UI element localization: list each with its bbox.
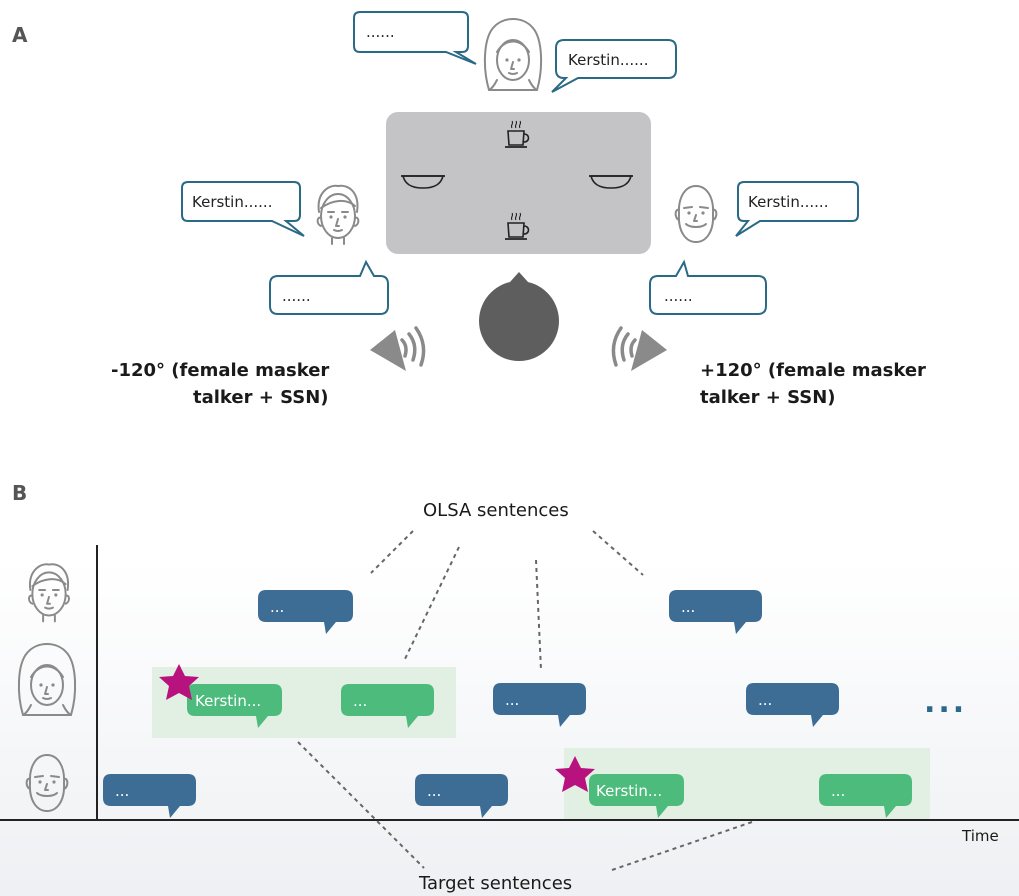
- target-star-icon: [555, 756, 595, 792]
- bubble-text: Kerstin......: [748, 193, 828, 211]
- olsa-sentence-bubble: ...: [103, 774, 196, 818]
- bubble-text: ......: [664, 287, 693, 305]
- bubble-text: ......: [366, 23, 395, 41]
- speech-bubble: Kerstin......: [181, 181, 305, 237]
- olsa-sentence-bubble: ...: [669, 590, 762, 634]
- speech-bubble: ......: [269, 259, 389, 315]
- female-face-icon: [483, 18, 543, 91]
- continuation-ellipsis: ...: [924, 685, 967, 720]
- target-sentence-text: Kerstin...: [596, 782, 662, 800]
- bubble-text: ......: [282, 287, 311, 305]
- olsa-sentence-text: ...: [270, 598, 284, 616]
- speech-bubble: ......: [353, 11, 477, 65]
- table: [386, 112, 651, 254]
- olsa-sentence-bubble: ...: [493, 683, 586, 727]
- listener-head-icon: [479, 272, 559, 361]
- speaker-icon: [370, 326, 426, 371]
- left-speaker-label-line2: talker + SSN): [193, 387, 329, 408]
- olsa-sentence-text: ...: [427, 782, 441, 800]
- speaker-icon: [611, 326, 667, 371]
- olsa-sentence-bubble: ...: [415, 774, 508, 818]
- bubble-text: Kerstin......: [568, 51, 648, 69]
- target-sentence-text: Kerstin...: [195, 692, 261, 710]
- target-sentence-bubble: ...: [341, 684, 434, 728]
- target-sentence-bubble: ...: [819, 774, 912, 818]
- olsa-sentence-bubble: ...: [746, 683, 839, 727]
- panel-a-label: A: [12, 23, 28, 47]
- target-sentence-bubble: Kerstin...: [187, 684, 282, 728]
- right-speaker-label-line2: talker + SSN): [700, 387, 836, 408]
- olsa-sentence-text: ...: [681, 598, 695, 616]
- target-sentence-text: ...: [353, 692, 367, 710]
- olsa-sentence-text: ...: [115, 782, 129, 800]
- speech-bubble: Kerstin......: [735, 181, 859, 237]
- time-axis-label: Time: [961, 827, 999, 845]
- female-face-icon: [17, 643, 77, 716]
- olsa-pointer-lines: [370, 530, 644, 671]
- target-star-icon: [159, 664, 199, 700]
- olsa-sentence-bubble: ...: [258, 590, 353, 634]
- bearded-male-face-icon: [674, 185, 718, 243]
- panel-b-label: B: [12, 481, 27, 505]
- bearded-male-face-icon: [25, 754, 69, 812]
- speech-bubble: Kerstin......: [551, 39, 677, 93]
- olsa-sentence-text: ...: [758, 691, 772, 709]
- speech-bubble: ......: [649, 259, 767, 315]
- male-face-icon: [28, 563, 70, 623]
- target-sentences-label: Target sentences: [418, 873, 572, 894]
- target-sentence-text: ...: [831, 782, 845, 800]
- right-speaker-label-line1: +120° (female masker: [700, 360, 926, 381]
- target-pointer-lines: [297, 741, 753, 871]
- olsa-sentences-label: OLSA sentences: [423, 500, 569, 521]
- male-face-icon: [316, 184, 360, 245]
- olsa-sentence-text: ...: [505, 691, 519, 709]
- bubble-text: Kerstin......: [192, 193, 272, 211]
- target-sentence-bubble: Kerstin...: [589, 774, 684, 818]
- left-speaker-label-line1: -120° (female masker: [111, 360, 329, 381]
